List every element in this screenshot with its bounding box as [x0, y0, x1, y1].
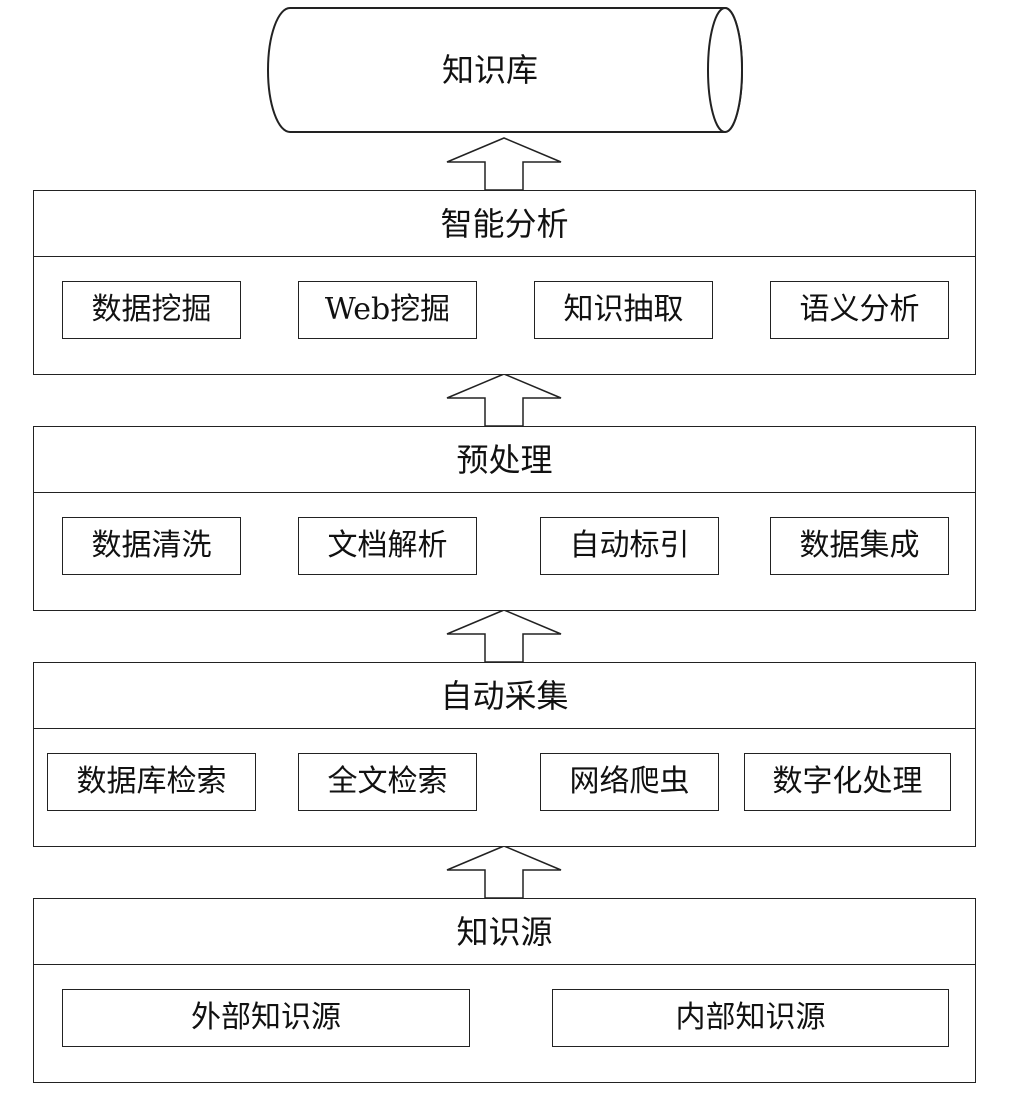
layer-collection-title: 自动采集: [34, 663, 975, 729]
collection-item-database-search: 数据库检索: [47, 753, 256, 811]
up-arrow-icon: [446, 373, 562, 427]
collection-item-fulltext-search: 全文检索: [298, 753, 477, 811]
preprocess-item-data-cleaning: 数据清洗: [62, 517, 241, 575]
layer-preprocess: 预处理 数据清洗 文档解析 自动标引 数据集成: [33, 426, 976, 611]
layer-analysis: 智能分析 数据挖掘 Web挖掘 知识抽取 语义分析: [33, 190, 976, 375]
up-arrow-icon: [446, 609, 562, 663]
layer-analysis-title: 智能分析: [34, 191, 975, 257]
analysis-item-data-mining: 数据挖掘: [62, 281, 241, 339]
up-arrow-icon: [446, 845, 562, 899]
preprocess-item-auto-indexing: 自动标引: [540, 517, 719, 575]
analysis-item-web-mining: Web挖掘: [298, 281, 477, 339]
layer-source-title: 知识源: [34, 899, 975, 965]
source-item-internal: 内部知识源: [552, 989, 949, 1047]
preprocess-item-data-integration: 数据集成: [770, 517, 949, 575]
collection-item-digitization: 数字化处理: [744, 753, 951, 811]
layer-preprocess-title: 预处理: [34, 427, 975, 493]
layer-source: 知识源 外部知识源 内部知识源: [33, 898, 976, 1083]
preprocess-item-document-parsing: 文档解析: [298, 517, 477, 575]
collection-item-web-crawler: 网络爬虫: [540, 753, 719, 811]
up-arrow-icon: [446, 137, 562, 191]
analysis-item-semantic-analysis: 语义分析: [770, 281, 949, 339]
knowledge-base-label: 知识库: [441, 51, 538, 89]
analysis-item-knowledge-extraction: 知识抽取: [534, 281, 713, 339]
layer-collection: 自动采集 数据库检索 全文检索 网络爬虫 数字化处理: [33, 662, 976, 847]
source-item-external: 外部知识源: [62, 989, 470, 1047]
